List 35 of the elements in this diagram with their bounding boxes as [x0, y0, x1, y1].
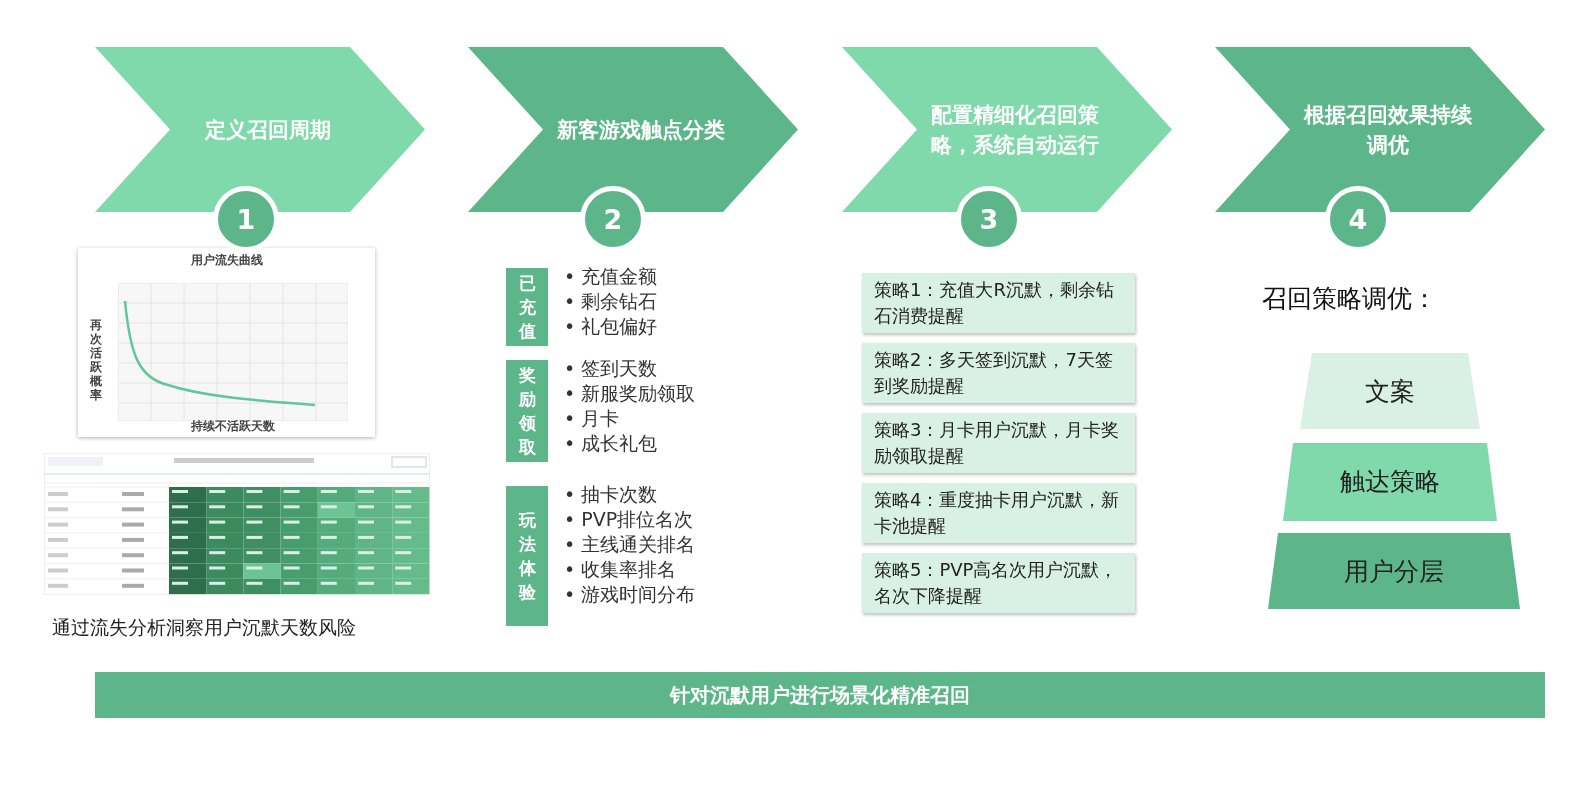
pyramid-layer — [1300, 353, 1480, 429]
step-title: 配置精细化召回策略，系统自动运行 — [930, 101, 1100, 159]
category-tag: 已充值 — [506, 268, 548, 346]
chart-title: 用户流失曲线 — [189, 252, 264, 269]
list-item: • 月卡 — [564, 406, 621, 431]
layer-title: 用户分层 — [1343, 555, 1445, 588]
list-item: • 成长礼包 — [564, 431, 659, 456]
section-heading: 召回策略调优： — [1262, 283, 1438, 314]
strategy-card: 策略2：多天签到沉默，7天签到奖励提醒 — [862, 343, 1135, 403]
category-tag: 奖励领取 — [506, 360, 548, 462]
layer-title: 文案 — [1364, 375, 1416, 408]
list-item: • 主线通关排名 — [564, 532, 696, 557]
list-item: • 游戏时间分布 — [564, 582, 696, 607]
strategy-card: 策略5：PVP高名次用户沉默，名次下降提醒 — [862, 553, 1135, 613]
list-item: • 收集率排名 — [564, 557, 678, 582]
axis-label: 持续不活跃天数 — [190, 418, 276, 434]
list-item: • 抽卡次数 — [564, 482, 659, 507]
strategy-card: 策略1：充值大R沉默，剩余钻石消费提醒 — [862, 273, 1135, 333]
step-title: 定义召回周期 — [204, 116, 332, 144]
list-item: • PVP排位名次 — [564, 507, 695, 532]
list-item: • 签到天数 — [564, 356, 659, 381]
caption-text: 通过流失分析洞察用户沉默天数风险 — [52, 615, 357, 640]
layer-title: 触达策略 — [1339, 465, 1441, 498]
pyramid-layer — [1283, 443, 1497, 521]
summary-banner: 针对沉默用户进行场景化精准召回 — [95, 672, 1545, 718]
step-title: 根据召回效果持续调优 — [1302, 101, 1473, 159]
list-item: • 礼包偏好 — [564, 314, 658, 339]
category-tag: 玩法体验 — [506, 486, 548, 626]
list-item: • 剩余钻石 — [564, 289, 658, 314]
strategy-card: 策略4：重度抽卡用户沉默，新卡池提醒 — [862, 483, 1135, 543]
list-item: • 新服奖励领取 — [564, 381, 696, 406]
list-item: • 充值金额 — [564, 264, 658, 289]
step-title: 新客游戏触点分类 — [556, 116, 726, 144]
strategy-card: 策略3：月卡用户沉默，月卡奖励领取提醒 — [862, 413, 1135, 473]
pyramid-layer — [1268, 533, 1520, 609]
